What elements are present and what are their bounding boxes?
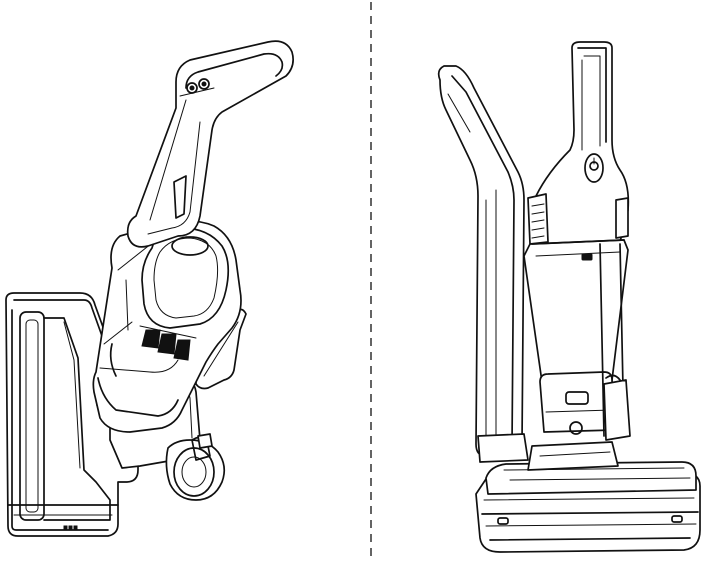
main-body-left xyxy=(92,219,242,433)
dock-stand-right xyxy=(437,65,529,463)
floor-head-right xyxy=(475,461,701,553)
handle-left xyxy=(126,40,294,248)
vacuum-angled-view xyxy=(5,40,294,537)
main-body-right xyxy=(523,41,631,471)
vacuum-side-view xyxy=(437,41,701,553)
neck-joint-left xyxy=(165,308,247,501)
